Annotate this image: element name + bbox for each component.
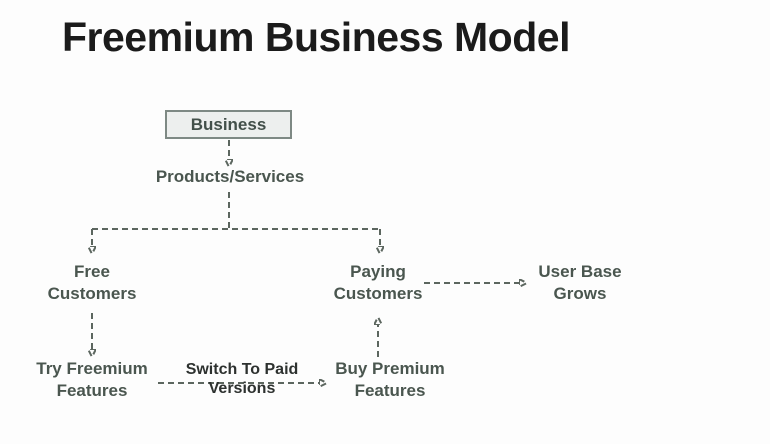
try-freemium-features-label: Try Freemium Features: [36, 359, 148, 400]
buy-premium-features-label: Buy Premium Features: [335, 359, 445, 400]
switch-to-paid-label: Switch To Paid Versions: [185, 361, 299, 397]
business-node: Business: [165, 110, 292, 139]
user-base-grows-label: User Base Grows: [538, 262, 622, 303]
business-node-label: Business: [190, 114, 267, 134]
free-customers-label: Free Customers: [47, 262, 137, 303]
paying-customers-label: Paying Customers: [333, 262, 423, 303]
diagram-title: Freemium Business Model: [62, 14, 570, 60]
products-services-label: Products/Services: [155, 167, 305, 186]
